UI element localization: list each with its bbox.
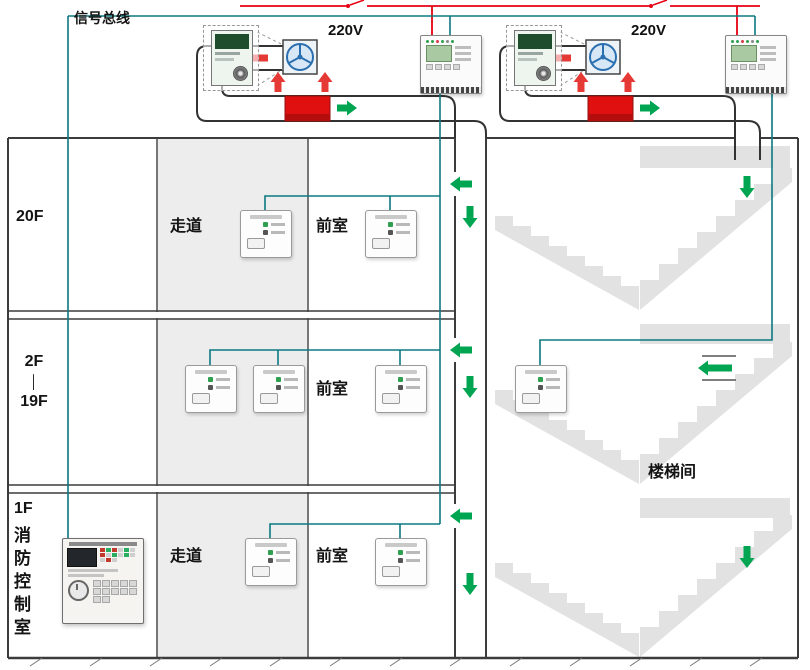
detail-callout-right xyxy=(506,25,562,91)
sensor-display xyxy=(247,238,265,249)
run-led xyxy=(398,377,403,382)
button-row xyxy=(426,64,476,70)
buzzer-icon xyxy=(536,66,551,81)
status-leds xyxy=(731,40,781,43)
pressure-sensor-mid-corridor-1 xyxy=(185,365,237,413)
terminal-strip xyxy=(421,87,481,93)
buzzer-icon xyxy=(233,66,248,81)
status-leds xyxy=(426,40,476,43)
partition-walls xyxy=(156,138,309,658)
callout-connectors xyxy=(256,31,587,87)
pressurization-fans xyxy=(282,39,621,75)
signal-bus-label: 信号总线 xyxy=(74,10,130,26)
sensor-display xyxy=(260,393,278,404)
fault-led xyxy=(398,385,403,390)
detail-callout-left xyxy=(203,25,259,91)
run-led xyxy=(398,550,403,555)
run-led xyxy=(263,222,268,227)
pressure-sensor-stairwell xyxy=(515,365,567,413)
terminal-strip xyxy=(726,87,786,93)
pressure-sensor-mid-front-room xyxy=(375,365,427,413)
run-led xyxy=(538,377,543,382)
fan-controller-module-left xyxy=(211,30,253,86)
run-led xyxy=(388,222,393,227)
fire-alarm-control-panel xyxy=(62,538,144,624)
stairwell-stairs xyxy=(495,146,792,657)
fire-control-room-label: 消防控制室 xyxy=(14,526,31,637)
button-row xyxy=(731,64,781,70)
panel-keypad xyxy=(92,580,138,603)
sensor-display xyxy=(192,393,210,404)
voltage-label-right: 220V xyxy=(631,22,667,39)
building-walls xyxy=(7,137,799,660)
pressure-sensor-20f-corridor xyxy=(240,210,292,258)
floor-label-2f: 2F xyxy=(24,353,44,370)
power-controller-left xyxy=(420,35,482,94)
sensor-display xyxy=(372,238,390,249)
fault-led xyxy=(208,385,213,390)
controller-display xyxy=(518,34,552,49)
floor-slabs xyxy=(8,310,455,494)
stairwell-label: 楼梯间 xyxy=(648,464,697,481)
fault-led xyxy=(276,385,281,390)
voltage-label-left: 220V xyxy=(328,22,364,39)
disconnect-switch-right xyxy=(649,0,668,8)
fault-led xyxy=(398,558,403,563)
corridor-label-20f: 走道 xyxy=(170,218,203,235)
stair-supply-opening xyxy=(702,355,736,381)
fault-led xyxy=(538,385,543,390)
front-room-label-1f: 前室 xyxy=(316,548,349,565)
panel-led-grid xyxy=(99,548,139,567)
sensor-display xyxy=(252,566,270,577)
pressure-sensor-1f-corridor xyxy=(245,538,297,586)
front-room-label-mid: 前室 xyxy=(316,381,349,398)
front-room-label-20f: 前室 xyxy=(316,218,349,235)
pressure-sensor-1f-front-room xyxy=(375,538,427,586)
panel-screen xyxy=(67,548,97,567)
run-led xyxy=(268,550,273,555)
fault-led xyxy=(268,558,273,563)
controller-display xyxy=(215,34,249,49)
disconnect-switch-left xyxy=(346,0,365,8)
pressure-sensor-20f-front-room xyxy=(365,210,417,258)
floor-label-19f: 19F xyxy=(20,393,48,410)
fire-dampers xyxy=(284,95,634,122)
sensor-display xyxy=(382,393,400,404)
floor-label-1f: 1F xyxy=(14,500,33,517)
power-controller-right xyxy=(725,35,787,94)
sensor-display xyxy=(522,393,540,404)
lcd-display xyxy=(731,45,757,62)
corridor-label-1f: 走道 xyxy=(170,548,203,565)
pressure-sensor-mid-corridor-2 xyxy=(253,365,305,413)
floor-label-2f-19f: 2F │ 19F xyxy=(12,350,56,414)
sensor-display xyxy=(382,566,400,577)
floor-range-separator: │ xyxy=(29,374,39,389)
fan-controller-module-right xyxy=(514,30,556,86)
power-lines xyxy=(240,0,760,35)
run-led xyxy=(276,377,281,382)
floor-label-20f: 20F xyxy=(16,208,44,225)
signal-bus-lines xyxy=(67,15,773,538)
fault-led xyxy=(388,230,393,235)
fault-led xyxy=(263,230,268,235)
run-led xyxy=(208,377,213,382)
ground-hatching xyxy=(29,657,763,667)
lcd-display xyxy=(426,45,452,62)
panel-dial xyxy=(68,580,89,601)
supply-airflow-arrows xyxy=(337,100,755,595)
